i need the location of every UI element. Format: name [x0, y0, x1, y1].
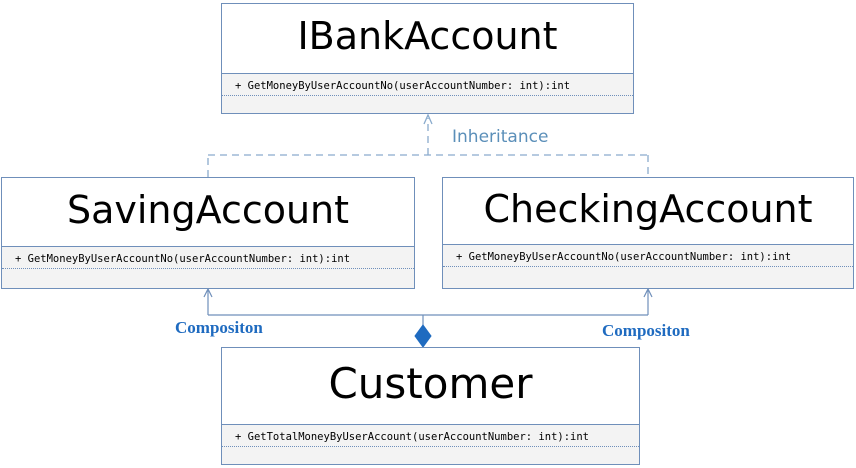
inheritance-label: Inheritance	[452, 127, 549, 147]
savingaccount-operation: + GetMoneyByUserAccountNo(userAccountNum…	[15, 253, 351, 265]
customer-operations-divider	[222, 446, 639, 447]
customer-operation: + GetTotalMoneyByUserAccount(userAccount…	[235, 431, 590, 443]
composition-label-right: Compositon	[602, 321, 690, 340]
composition-label-left: Compositon	[175, 318, 263, 337]
ibankaccount-operations: + GetMoneyByUserAccountNo(userAccountNum…	[222, 73, 633, 113]
checkingaccount-class-name: CheckingAccount	[483, 187, 813, 231]
savingaccount-operations-divider	[2, 268, 414, 269]
inheritance-arrowhead	[423, 113, 433, 125]
customer-class-name: Customer	[328, 359, 533, 408]
ibankaccount-operations-divider	[222, 95, 633, 96]
composition-connector	[207, 289, 649, 325]
checkingaccount-operation: + GetMoneyByUserAccountNo(userAccountNum…	[456, 251, 792, 263]
inheritance-connector	[207, 118, 649, 177]
composition-arrowhead-left	[203, 287, 213, 298]
ibankaccount-class-name: IBankAccount	[297, 14, 558, 58]
savingaccount-class-name: SavingAccount	[66, 188, 350, 232]
ibankaccount-operation: + GetMoneyByUserAccountNo(userAccountNum…	[235, 80, 571, 92]
ibankaccount-class[interactable]: IBankAccount + GetMoneyByUserAccountNo(u…	[221, 3, 634, 114]
savingaccount-operations: + GetMoneyByUserAccountNo(userAccountNum…	[2, 246, 414, 288]
customer-operations: + GetTotalMoneyByUserAccount(userAccount…	[222, 424, 639, 464]
composition-diamond	[414, 324, 432, 348]
composition-arrowhead-right	[643, 287, 653, 298]
checkingaccount-operations: + GetMoneyByUserAccountNo(userAccountNum…	[443, 244, 853, 288]
customer-class[interactable]: Customer + GetTotalMoneyByUserAccount(us…	[221, 347, 640, 465]
checkingaccount-class[interactable]: CheckingAccount + GetMoneyByUserAccountN…	[442, 177, 854, 289]
checkingaccount-operations-divider	[443, 266, 853, 267]
savingaccount-class[interactable]: SavingAccount + GetMoneyByUserAccountNo(…	[1, 177, 415, 289]
